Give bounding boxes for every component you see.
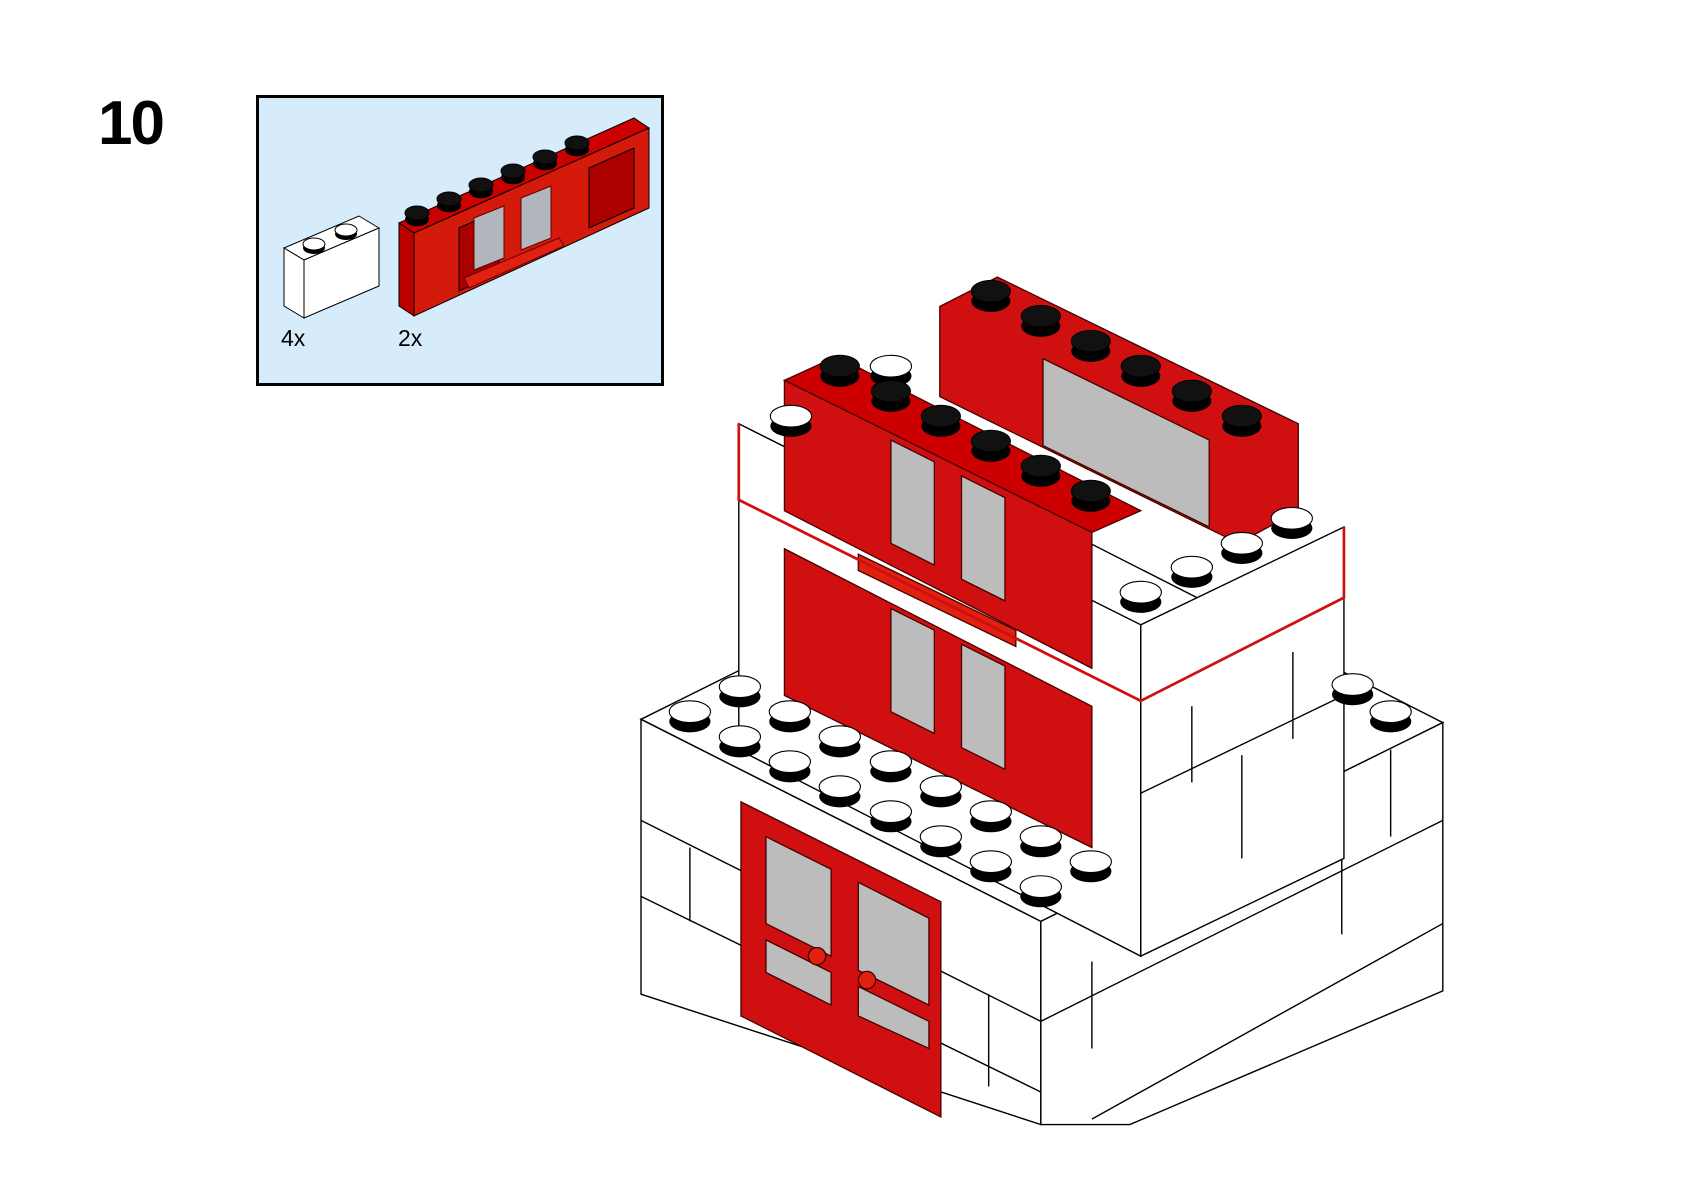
- red-window-lower: [783, 547, 1093, 849]
- white-brick-1x2-icon: [282, 215, 381, 319]
- stud-icon: [468, 177, 494, 193]
- stud-icon: [668, 700, 712, 724]
- part-quantity: 2x: [398, 325, 423, 351]
- stud-icon: [769, 404, 813, 428]
- stud-icon: [768, 700, 812, 724]
- stud-icon: [819, 354, 860, 378]
- red-window-upper-front: [782, 355, 1143, 670]
- stud-icon: [870, 379, 911, 403]
- stud-icon: [818, 775, 862, 799]
- stud-icon: [532, 149, 558, 165]
- stud-icon: [920, 404, 961, 428]
- stud-icon: [818, 725, 862, 749]
- parts-illustration: [282, 117, 651, 319]
- stud-icon: [1369, 700, 1412, 724]
- stud-icon: [970, 279, 1011, 303]
- stud-icon: [919, 825, 963, 849]
- stud-icon: [718, 675, 762, 699]
- stud-icon: [1331, 673, 1374, 696]
- stud-icon: [1171, 379, 1212, 403]
- stud-icon: [869, 800, 913, 824]
- parts-callout: 4x 2x: [256, 95, 664, 386]
- studs: [668, 279, 1412, 908]
- stud-icon: [768, 750, 812, 774]
- part-quantity: 4x: [281, 325, 306, 351]
- stud-icon: [1120, 354, 1161, 378]
- stud-icon: [1020, 304, 1061, 328]
- stud-icon: [1119, 580, 1162, 604]
- stud-icon: [1270, 506, 1313, 530]
- stud-icon: [436, 191, 462, 207]
- red-window-icon: [397, 117, 651, 317]
- stud-icon: [1221, 404, 1262, 428]
- stud-icon: [1019, 825, 1063, 849]
- stud-icon: [869, 750, 913, 774]
- stud-icon: [404, 205, 430, 221]
- stud-icon: [1220, 531, 1263, 555]
- stud-icon: [1070, 329, 1111, 353]
- stud-icon: [1170, 555, 1214, 579]
- stud-icon: [1020, 454, 1061, 478]
- stud-icon: [969, 850, 1013, 874]
- stud-icon: [869, 354, 913, 378]
- stud-icon: [919, 775, 963, 799]
- stud-icon: [1069, 850, 1112, 874]
- stud-icon: [970, 429, 1011, 453]
- stud-icon: [1019, 875, 1063, 899]
- stud-icon: [969, 800, 1013, 824]
- door: [740, 800, 942, 1119]
- step-number: 10: [98, 89, 165, 158]
- stud-icon: [1070, 479, 1111, 503]
- stud-icon: [718, 725, 762, 749]
- stud-icon: [564, 135, 590, 151]
- highlight-outline: [737, 423, 1346, 703]
- stud-icon: [500, 163, 526, 179]
